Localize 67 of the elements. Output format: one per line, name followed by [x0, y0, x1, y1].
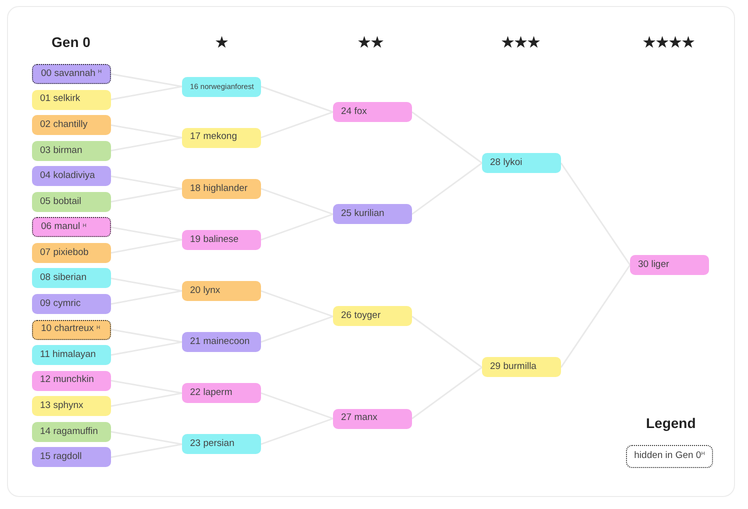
hidden-cat-box: 10 chartreux $^{H}$: [32, 320, 111, 340]
connector-line: [110, 430, 182, 445]
cat-box: 05 bobtail: [32, 192, 111, 212]
cat-box: 03 birman: [32, 140, 111, 161]
cat-box: 29 burmilla: [482, 357, 561, 378]
connector-line: [260, 418, 334, 445]
cat-box: 11 himalayan: [32, 345, 111, 366]
connector-line: [412, 111, 482, 164]
connector-line: [110, 73, 182, 88]
connector-line: [260, 392, 334, 420]
connector-line: [110, 124, 182, 138]
hidden-cat-box: 06 manul $^{H}$: [32, 217, 111, 238]
connector-line: [560, 264, 631, 368]
cat-box: 23 persian: [182, 434, 261, 454]
cat-box: 28 lykoi: [482, 153, 561, 173]
connector-line: [260, 214, 334, 240]
cat-box: 02 chantilly: [32, 115, 111, 136]
cat-box: 27 manx: [333, 408, 412, 429]
cat-box: 20 lynx: [182, 280, 261, 301]
cat-box: 26 toyger: [333, 306, 412, 326]
connector-line: [110, 443, 182, 458]
cat-box: 21 mainecoon: [182, 332, 261, 352]
connector-line: [110, 239, 182, 254]
connector-line: [260, 111, 334, 138]
legend-title: Legend: [646, 414, 696, 433]
connector-line: [110, 278, 182, 292]
cat-box: 13 sphynx: [32, 396, 111, 416]
connector-line: [260, 290, 334, 318]
cat-box: 15 ragdoll: [32, 447, 111, 468]
cat-box: 19 balinese: [182, 230, 261, 250]
connector-line: [110, 328, 182, 343]
connector-line: [260, 86, 334, 113]
cat-box: 07 pixiebob: [32, 242, 111, 263]
cat-box: 30 liger: [630, 255, 709, 275]
connector-line: [412, 162, 482, 215]
connector-line: [110, 341, 182, 356]
connector-line: [110, 392, 182, 407]
column-heading: Gen 0: [52, 33, 90, 52]
cat-box: 12 munchkin: [32, 370, 111, 391]
connector-line: [110, 380, 182, 394]
connector-line: [110, 188, 182, 202]
star-rating-heading: ★★★★: [643, 33, 695, 52]
connector-line: [412, 366, 482, 420]
cat-box: 04 koladiviya: [32, 166, 111, 186]
connector-line: [260, 316, 334, 343]
connector-line: [110, 136, 182, 152]
legend-sample: hidden in Gen 0$^{H}$: [626, 445, 713, 468]
connector-line: [110, 226, 182, 241]
connector-line: [412, 316, 482, 368]
cat-box: 22 laperm: [182, 383, 261, 404]
cat-box: 14 ragamuffin: [32, 422, 111, 442]
connector-line: [110, 175, 182, 190]
cat-box: 25 kurilian: [333, 204, 412, 224]
cat-box: 24 fox: [333, 102, 412, 122]
cat-box: 18 highlander: [182, 178, 261, 199]
cat-box: 08 siberian: [32, 268, 111, 288]
cat-box: 01 selkirk: [32, 90, 111, 110]
cat-box: 09 cymric: [32, 294, 111, 314]
star-rating-heading: ★★★: [502, 33, 540, 52]
cat-box: 17 mekong: [182, 128, 261, 148]
star-rating-heading: ★: [216, 33, 228, 52]
connector-line: [560, 162, 631, 266]
connector-line: [110, 290, 182, 305]
star-rating-heading: ★★: [358, 33, 384, 52]
hidden-cat-box: 00 savannah $^{H}$: [32, 64, 111, 84]
connector-line: [260, 188, 334, 215]
connector-line: [110, 86, 182, 100]
